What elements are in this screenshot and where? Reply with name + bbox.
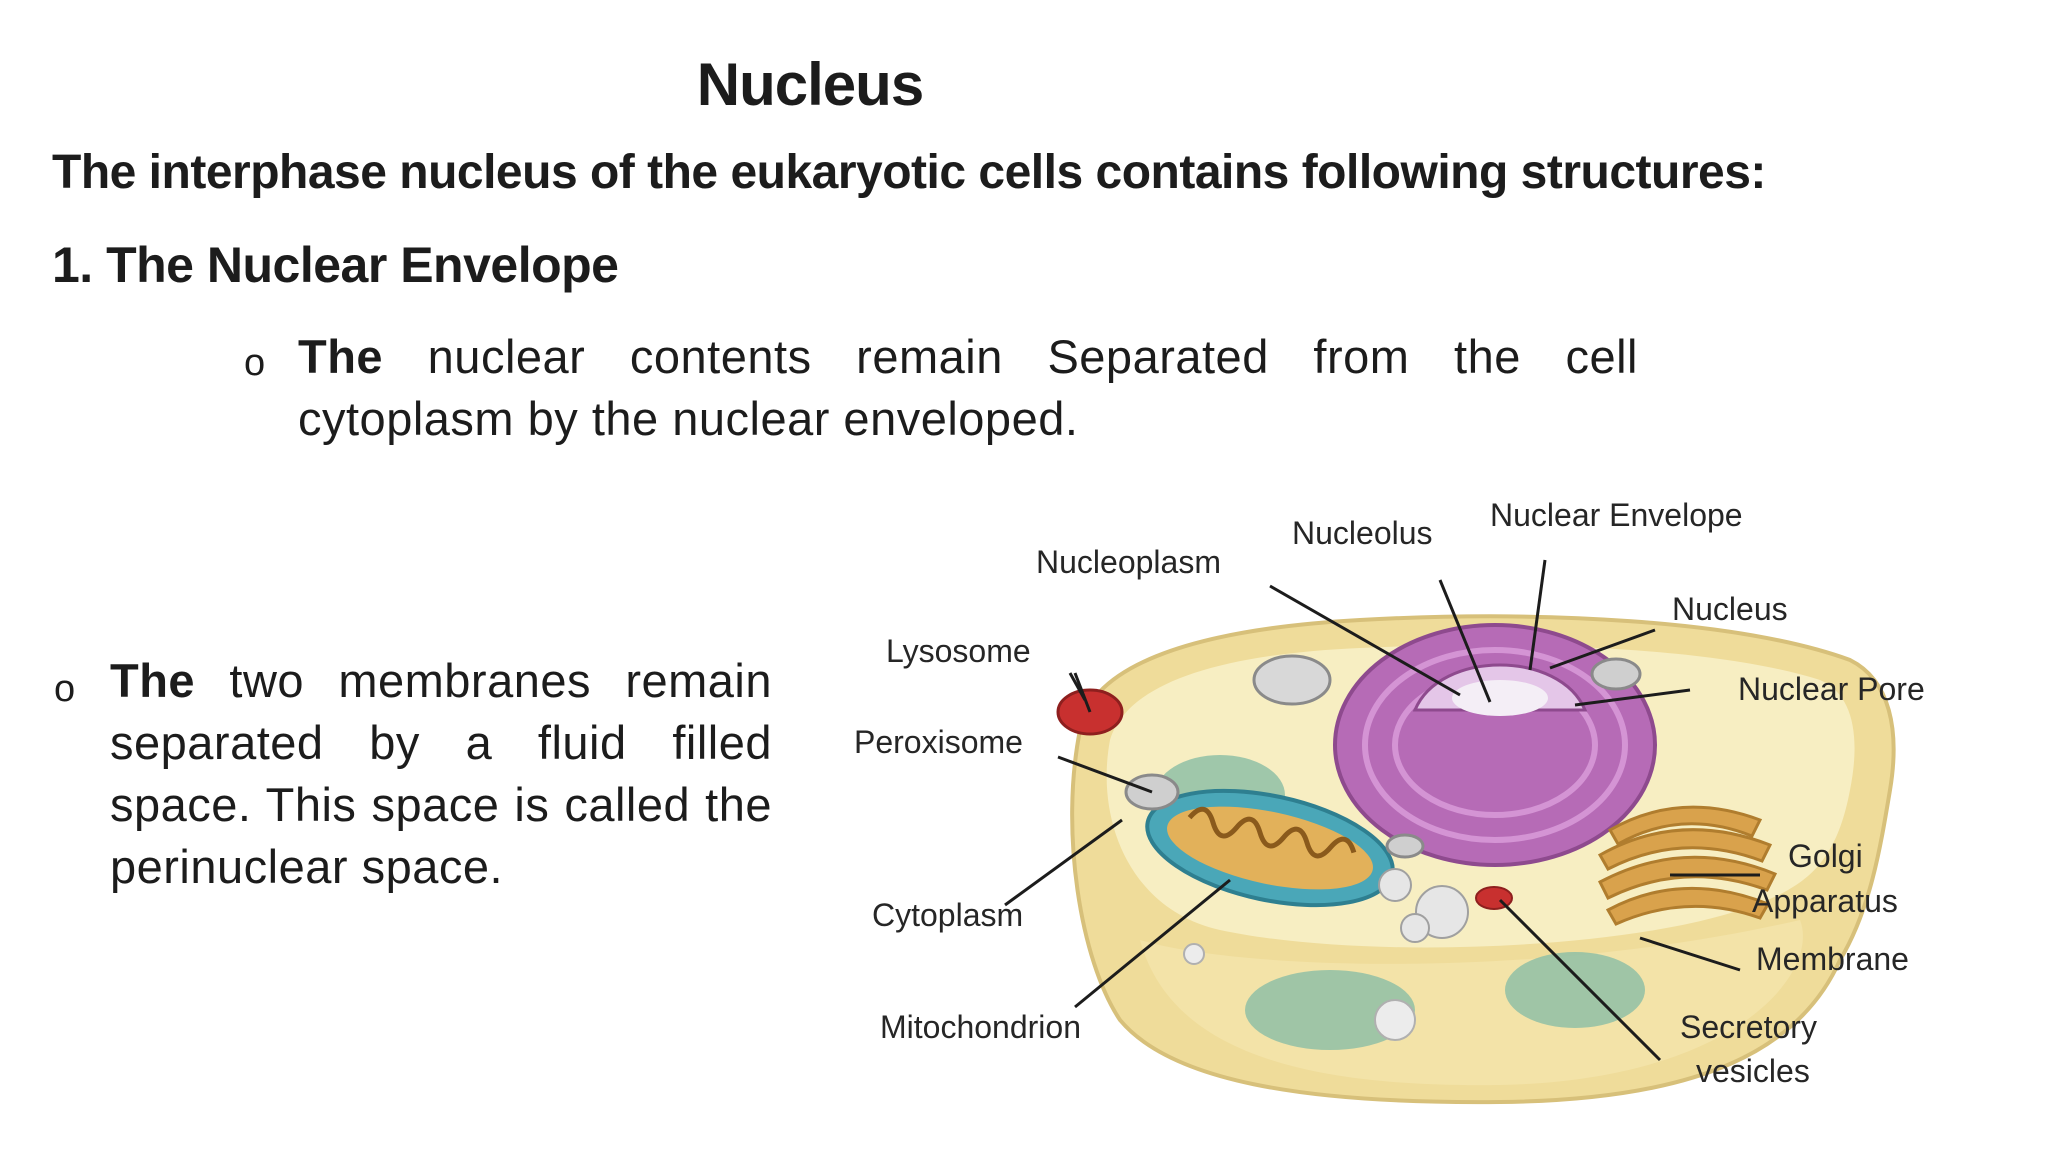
label-lysosome: Lysosome — [886, 633, 1031, 669]
cell-diagram: Nucleolus Nuclear Envelope Nucleoplasm N… — [854, 497, 1925, 1105]
vesicle-shape — [1183, 943, 1205, 965]
vesicle-shape — [1385, 833, 1425, 859]
bullet-text: nuclear contents remain Separated from t… — [298, 330, 1638, 445]
label-nucleus: Nucleus — [1672, 591, 1788, 627]
mitochondrion-cristae — [1187, 806, 1357, 859]
label-nucleolus: Nucleolus — [1292, 515, 1433, 551]
bullet-text: two membranes remain separated by a flui… — [110, 654, 772, 893]
slide-title: Nucleus — [696, 51, 924, 118]
leader-lines — [1004, 559, 1760, 1062]
nucleus-shape — [1333, 623, 1657, 867]
label-secretory-vesicles: vesicles — [1696, 1053, 1810, 1089]
diagram-labels: Nucleolus Nuclear Envelope Nucleoplasm N… — [854, 497, 1925, 1089]
intro-text: The interphase nucleus of the eukaryotic… — [52, 146, 1766, 199]
vesicle-shape — [1378, 868, 1412, 902]
nucleolus-core — [1452, 680, 1548, 716]
vesicle-shape — [1590, 657, 1642, 691]
bullet-lead: The — [298, 330, 384, 383]
section-heading: 1. The Nuclear Envelope — [52, 237, 619, 293]
bullet-marker: o — [244, 342, 266, 384]
label-membrane: Membrane — [1756, 941, 1909, 977]
nucleus-rings — [1362, 647, 1628, 843]
golgi-shape — [1597, 805, 1778, 926]
bullet-marker: o — [54, 668, 76, 710]
label-secretory-vesicles: Secretory — [1680, 1009, 1817, 1045]
vacuole-shape — [1505, 952, 1645, 1028]
vesicle-shape — [1252, 654, 1332, 706]
bullet-lead: The — [110, 654, 196, 707]
label-golgi: Apparatus — [1752, 883, 1898, 919]
cell-illustration — [1056, 614, 1896, 1105]
label-nuclear-envelope: Nuclear Envelope — [1490, 497, 1743, 533]
bullet-paragraph: The nuclear contents remain Separated fr… — [298, 326, 1638, 450]
vesicle-shape — [1400, 913, 1430, 943]
vesicle-shape — [1374, 999, 1416, 1041]
label-nucleoplasm: Nucleoplasm — [1036, 544, 1221, 580]
label-golgi: Golgi — [1788, 838, 1863, 874]
vacuole-shape — [1245, 970, 1415, 1050]
label-peroxisome: Peroxisome — [854, 724, 1023, 760]
label-mitochondrion: Mitochondrion — [880, 1009, 1081, 1045]
label-cytoplasm: Cytoplasm — [872, 897, 1023, 933]
bullet-paragraph: The two membranes remain separated by a … — [110, 650, 772, 898]
label-nuclear-pore: Nuclear Pore — [1738, 671, 1925, 707]
